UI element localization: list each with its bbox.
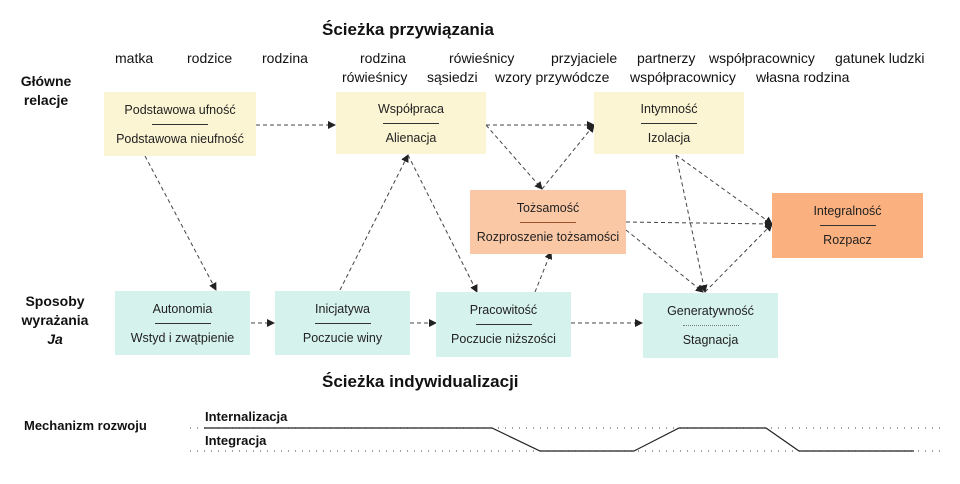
- self-expression-label: Sposoby wyrażania Ja: [14, 292, 96, 349]
- stage-intimacy: Intymność Izolacja: [594, 92, 744, 154]
- stage-generativity-divider: [682, 325, 739, 326]
- stage-initiative-positive: Inicjatywa: [315, 301, 370, 316]
- stage-intimacy-positive: Intymność: [640, 101, 698, 116]
- individuation-path-title: Ścieżka indywidualizacji: [322, 372, 519, 391]
- mechanism-integration-label: Integracja: [205, 433, 267, 448]
- stage-trust: Podstawowa ufność Podstawowa nieufność: [104, 92, 256, 156]
- stage-integrity-positive: Integralność: [813, 204, 882, 218]
- stage-trust-divider: [152, 123, 208, 125]
- stage-integrity-negative: Rozpacz: [823, 233, 872, 247]
- stage-autonomy-divider: [154, 322, 211, 324]
- stage-identity-divider: [520, 221, 576, 223]
- relation-family: rodzina: [262, 50, 308, 66]
- stage-autonomy-positive: Autonomia: [152, 301, 213, 316]
- stage-generativity-negative: Stagnacja: [682, 333, 739, 347]
- relation-neighbors: sąsiedzi: [427, 69, 478, 85]
- stage-autonomy-negative: Wstyd i zwątpienie: [130, 330, 235, 345]
- main-relations-label-line2: relacje: [23, 92, 69, 108]
- stage-industry: Pracowitość Poczucie niższości: [436, 292, 571, 357]
- stage-integrity-divider: [819, 225, 876, 226]
- arrow-identity-to-intimacy: [541, 124, 595, 190]
- stage-identity: Tożsamość Rozproszenie tożsamości: [470, 190, 626, 254]
- arrow-cooperation-to-industry: [407, 154, 478, 293]
- relation-mother: matka: [115, 50, 154, 66]
- relation-peers: rówieśnicy: [449, 50, 515, 66]
- attachment-path-title: Ścieżka przywiązania: [322, 20, 494, 39]
- self-expression-label-line2: wyrażania: [21, 312, 89, 328]
- main-relations-label-line1: Główne: [20, 73, 72, 89]
- stage-integrity: Integralność Rozpacz: [772, 193, 923, 258]
- stage-cooperation: Współpraca Alienacja: [336, 92, 486, 154]
- stage-trust-negative: Podstawowa nieufność: [116, 131, 244, 146]
- relation-role-models: wzory przywódcze: [495, 69, 610, 85]
- stage-intimacy-divider: [641, 122, 697, 124]
- relation-partners: partnerzy: [637, 50, 696, 66]
- stage-initiative-divider: [314, 322, 371, 324]
- stage-industry-positive: Pracowitość: [469, 303, 538, 317]
- arrow-identity-to-generativity: [625, 229, 704, 293]
- arrow-initiative-to-cooperation: [339, 154, 409, 291]
- stage-initiative-negative: Poczucie winy: [302, 330, 383, 345]
- relation-humankind: gatunek ludzki: [835, 50, 925, 66]
- self-expression-label-line3: Ja: [47, 331, 63, 347]
- stage-industry-negative: Poczucie niższości: [451, 332, 556, 346]
- stage-cooperation-negative: Alienacja: [385, 130, 437, 145]
- arrow-intimacy-to-generativity: [675, 154, 708, 293]
- stage-identity-negative: Rozproszenie tożsamości: [476, 229, 620, 244]
- self-expression-label-line1: Sposoby: [25, 293, 85, 309]
- relation-parents: rodzice: [187, 50, 233, 66]
- arrow-cooperation-to-identity: [485, 124, 543, 190]
- stage-generativity: Generatywność Stagnacja: [643, 293, 778, 358]
- stage-trust-positive: Podstawowa ufność: [124, 102, 236, 117]
- arrow-identity-to-integrity: [625, 219, 773, 228]
- relation-friends: przyjaciele: [551, 50, 618, 66]
- mechanism-internalization-label: Internalizacja: [205, 409, 288, 424]
- mechanism-path-line: [204, 427, 914, 452]
- relation-peers-2: rówieśnicy: [342, 69, 408, 85]
- stage-industry-divider: [475, 324, 532, 325]
- arrow-intimacy-to-integrity: [675, 154, 773, 225]
- arrow-industry-to-identity: [534, 251, 553, 293]
- main-relations-label: Główne relacje: [14, 72, 78, 110]
- stage-autonomy: Autonomia Wstyd i zwątpienie: [115, 291, 250, 355]
- stage-generativity-positive: Generatywność: [667, 304, 754, 318]
- stage-cooperation-divider: [383, 122, 439, 124]
- stage-intimacy-negative: Izolacja: [647, 130, 691, 145]
- arrow-trust-to-autonomy: [144, 155, 217, 291]
- stage-identity-positive: Tożsamość: [516, 200, 580, 215]
- stage-initiative: Inicjatywa Poczucie winy: [275, 291, 410, 355]
- relation-family-2: rodzina: [360, 50, 406, 66]
- relation-own-family: własna rodzina: [756, 69, 850, 85]
- relation-coworkers: współpracownicy: [709, 50, 815, 66]
- arrow-generativity-to-integrity: [704, 223, 773, 293]
- stage-cooperation-positive: Współpraca: [378, 101, 444, 116]
- relation-coworkers-2: współpracownicy: [630, 69, 736, 85]
- mechanism-label: Mechanizm rozwoju: [24, 418, 147, 433]
